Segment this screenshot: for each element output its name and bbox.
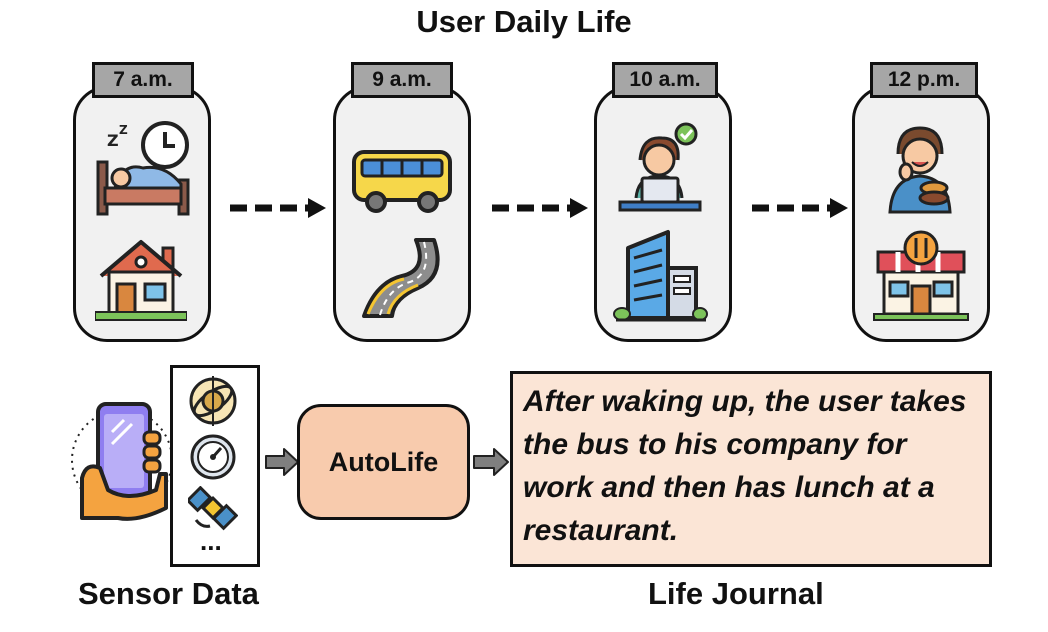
timeline-arrow-2 — [492, 198, 588, 218]
svg-text:Z: Z — [119, 123, 128, 137]
house-icon — [95, 240, 187, 321]
more-sensors-ellipsis: ... — [200, 526, 222, 556]
svg-text:Z: Z — [107, 131, 119, 150]
timeline-arrow-3 — [752, 198, 848, 218]
model-to-journal-arrow — [473, 448, 509, 476]
time-tag-7am: 7 a.m. — [92, 62, 194, 98]
diagram-title: User Daily Life — [416, 4, 632, 39]
sensor-to-model-arrow — [265, 448, 299, 476]
road-icon — [362, 238, 440, 318]
sleeping-clock-icon: Z Z — [96, 121, 190, 216]
eating-person-icon — [888, 126, 952, 214]
time-tag-9am: 9 a.m. — [351, 62, 453, 98]
bus-icon — [352, 150, 452, 213]
time-tag-12pm: 12 p.m. — [870, 62, 978, 98]
restaurant-icon — [873, 230, 969, 321]
working-laptop-icon — [618, 122, 702, 212]
autolife-model-box: AutoLife — [297, 404, 470, 520]
life-journal-text: After waking up, the user takes the bus … — [510, 371, 992, 567]
time-tag-10am: 10 a.m. — [612, 62, 718, 98]
compass-icon — [190, 434, 236, 480]
life-journal-label: Life Journal — [648, 576, 824, 611]
smartphone-hand-icon — [71, 402, 173, 521]
gyroscope-icon — [189, 376, 237, 426]
timeline-card-10am — [594, 86, 732, 342]
satellite-icon — [188, 486, 238, 531]
sensor-data-label: Sensor Data — [78, 576, 259, 611]
timeline-arrow-1 — [230, 198, 326, 218]
office-building-icon — [613, 230, 708, 322]
